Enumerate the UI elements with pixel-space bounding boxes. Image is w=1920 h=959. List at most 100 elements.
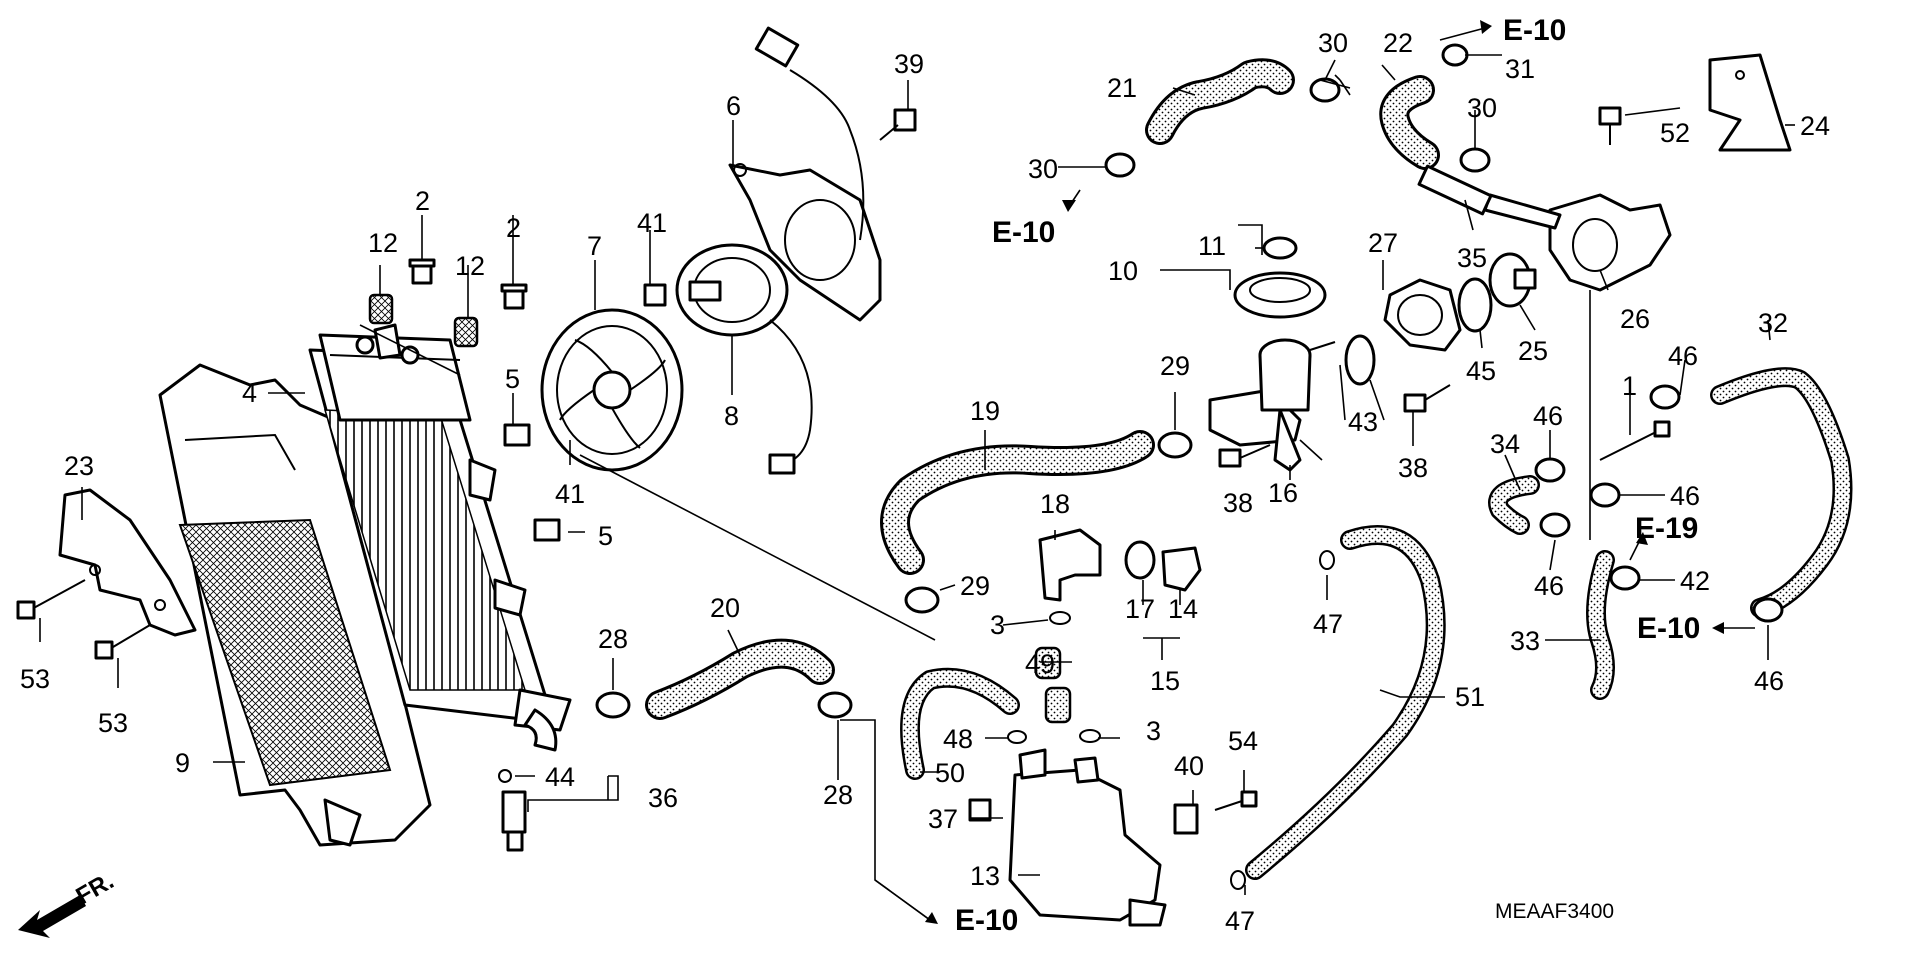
- part-number-5a: 5: [505, 364, 520, 394]
- part-number-7: 7: [587, 231, 602, 261]
- clamp-29b: [904, 586, 940, 614]
- hose-51: [1245, 525, 1446, 880]
- water-pipe-26: [1483, 193, 1672, 292]
- hose-22: [1379, 75, 1440, 170]
- part-number-53a: 53: [20, 664, 50, 694]
- part-number-10: 10: [1108, 256, 1138, 286]
- cooling-fan: [540, 308, 684, 472]
- part-number-24: 24: [1800, 111, 1830, 141]
- cap-17: [1124, 540, 1156, 580]
- bolt-1: [1599, 420, 1671, 461]
- filler-neck: [1208, 338, 1336, 472]
- part-number-53b: 53: [98, 708, 128, 738]
- ref-e19: E-19: [1635, 512, 1698, 545]
- part-number-51: 51: [1455, 682, 1485, 712]
- collar-2b: [500, 283, 528, 310]
- clamp-46c: [1589, 482, 1621, 508]
- part-number-14: 14: [1168, 594, 1198, 624]
- part-number-3a: 3: [990, 610, 1005, 640]
- part-number-12b: 12: [455, 251, 485, 281]
- radiator-shroud: [158, 363, 432, 847]
- part-number-8: 8: [724, 401, 739, 431]
- clamp-29a: [1157, 431, 1193, 459]
- part-number-46a: 46: [1668, 341, 1698, 371]
- hose-33: [1586, 550, 1615, 700]
- part-number-47b: 47: [1225, 906, 1255, 936]
- diagram-code: MEAAF3400: [1495, 900, 1614, 923]
- connector-harness: [754, 26, 865, 241]
- part-number-32: 32: [1758, 308, 1788, 338]
- fan-motor: [675, 243, 813, 475]
- hose-20: [645, 638, 835, 720]
- part-number-1: 1: [1622, 371, 1637, 401]
- part-number-48: 48: [943, 724, 973, 754]
- grommet-12b: [453, 316, 479, 348]
- hose-21: [1145, 58, 1295, 145]
- fan-bracket: [728, 163, 882, 322]
- part-number-47a: 47: [1313, 609, 1343, 639]
- clamp-30c: [1459, 147, 1491, 173]
- hose-32: [1710, 367, 1853, 618]
- clip-47a: [1319, 550, 1335, 570]
- part-number-27: 27: [1368, 228, 1398, 258]
- part-number-5b: 5: [598, 521, 613, 551]
- clamp-46d: [1539, 512, 1571, 538]
- clip-3a: [1049, 611, 1071, 625]
- part-number-42: 42: [1680, 566, 1710, 596]
- clip-5b: [533, 518, 561, 542]
- part-number-41a: 41: [555, 479, 585, 509]
- ref-e10-left: E-10: [992, 216, 1055, 249]
- part-number-30a: 30: [1028, 154, 1058, 184]
- clip-47b: [1230, 870, 1246, 890]
- clip-48: [1007, 730, 1027, 744]
- part-number-33: 33: [1510, 626, 1540, 656]
- part-number-38a: 38: [1223, 488, 1253, 518]
- sensor-35: [1417, 164, 1493, 216]
- temperature-sensor: [498, 769, 527, 852]
- leader-line: [359, 324, 461, 376]
- thermostat-housing: [1383, 278, 1462, 352]
- thermostat: [1488, 252, 1537, 308]
- part-number-41b: 41: [637, 208, 667, 238]
- ref-e10-right: E-10: [1637, 612, 1700, 645]
- part-number-39: 39: [894, 49, 924, 79]
- cap-14: [1161, 546, 1202, 592]
- part-number-3b: 3: [1146, 716, 1161, 746]
- grommet-12a: [368, 293, 394, 325]
- nut-41b: [643, 283, 667, 307]
- part-number-46e: 46: [1754, 666, 1784, 696]
- part-number-9: 9: [175, 748, 190, 778]
- part-number-46d: 46: [1534, 571, 1564, 601]
- part-number-35: 35: [1457, 243, 1487, 273]
- part-number-17: 17: [1125, 594, 1155, 624]
- arrows: [874, 20, 1755, 924]
- part-number-30c: 30: [1467, 93, 1497, 123]
- part-number-36: 36: [648, 783, 678, 813]
- part-number-4: 4: [242, 378, 257, 408]
- clamp-46e: [1752, 597, 1784, 623]
- nut-37: [968, 798, 992, 822]
- part-number-16: 16: [1268, 478, 1298, 508]
- part-number-34: 34: [1490, 429, 1520, 459]
- part-number-52: 52: [1660, 118, 1690, 148]
- part-number-50: 50: [935, 758, 965, 788]
- hose-49: [1034, 646, 1072, 724]
- radiator-core: [308, 323, 572, 752]
- clip-40: [1173, 803, 1199, 835]
- clamp-30a: [1104, 152, 1136, 178]
- part-number-30b: 30: [1318, 28, 1348, 58]
- part-number-25: 25: [1518, 336, 1548, 366]
- radiator-cap: [1233, 271, 1327, 319]
- clamp-46a: [1649, 384, 1681, 410]
- plate-24: [1708, 53, 1792, 152]
- part-number-37: 37: [928, 804, 958, 834]
- cap-seal-ring: [1262, 236, 1298, 260]
- part-number-49: 49: [1025, 649, 1055, 679]
- part-number-38b: 38: [1398, 453, 1428, 483]
- part-number-40: 40: [1174, 751, 1204, 781]
- bolt-38b: [1403, 384, 1451, 413]
- part-number-18: 18: [1040, 489, 1070, 519]
- clamp-28b: [817, 691, 853, 719]
- radiator-guard-bracket: [58, 488, 197, 637]
- part-number-26: 26: [1620, 304, 1650, 334]
